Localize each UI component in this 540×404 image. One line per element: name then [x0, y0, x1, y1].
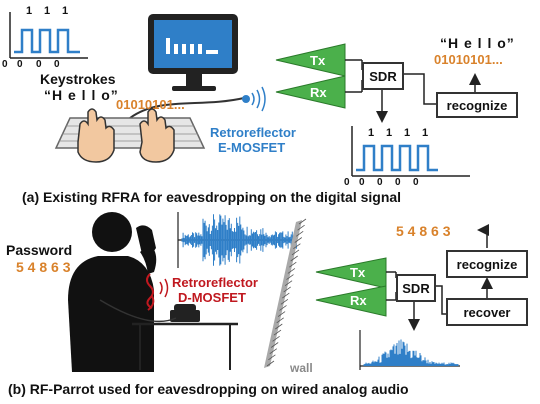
wall-hatch-mark: [268, 354, 276, 361]
wall-hatch-mark: [298, 218, 307, 225]
red-signal-waves-icon: [159, 278, 169, 298]
wall-hatch-mark: [283, 286, 291, 293]
wall-hatch-mark: [286, 274, 294, 280]
top-bit-0c: 0: [36, 59, 42, 70]
wall-hatch-mark: [294, 237, 303, 243]
sdr-box-a: SDR: [362, 62, 404, 90]
bot-bit-1b: 1: [386, 127, 393, 139]
wall-hatch-mark: [293, 243, 301, 250]
wall-hatch-mark: [290, 255, 298, 262]
bot-bit-1c: 1: [404, 127, 411, 139]
waveform-bottom-trace: [363, 339, 459, 366]
tx-label-b: Tx: [350, 265, 366, 280]
output-digits: 5 4 8 6 3: [396, 223, 451, 239]
recognize-box-b: recognize: [446, 250, 528, 278]
bot-bit-0a: 0: [359, 177, 365, 188]
dmosfet-label: D-MOSFET: [178, 290, 246, 305]
wall-hatch-mark: [291, 249, 300, 256]
hello-label: “H e l l o”: [44, 87, 119, 103]
retroreflector-label-a: Retroreflector: [210, 125, 296, 140]
tx-antenna-b: [315, 257, 387, 289]
wall-hatch-mark: [273, 329, 282, 336]
top-bit-origin: 0: [2, 59, 8, 70]
person-on-phone-icon: [68, 212, 157, 372]
rx-antenna-b: [315, 285, 387, 317]
audio-waveform-bottom: [359, 330, 460, 370]
bot-bit-0d: 0: [413, 177, 419, 188]
emosfet-label: E-MOSFET: [218, 140, 286, 155]
bot-bit-1d: 1: [422, 127, 429, 139]
sdr-box-b: SDR: [396, 274, 436, 302]
wall-hatch-mark: [270, 342, 279, 348]
caption-b: (b) RF-Parrot used for eavesdropping on …: [8, 381, 409, 397]
wall-hatch-mark: [266, 360, 275, 367]
typing-hands-icon: [77, 108, 175, 163]
wall-hatch-mark: [284, 280, 293, 287]
wall-hatch-mark: [282, 292, 290, 299]
top-bit-5a: 1: [62, 5, 69, 17]
top-bit-3a: 1: [44, 5, 51, 17]
rx-label-a: Rx: [310, 85, 327, 100]
rx-label-b: Rx: [350, 293, 367, 308]
wall-hatch-mark: [272, 335, 280, 342]
output-hello: “H e l l o”: [440, 35, 515, 51]
waveform-top-trace: [181, 214, 297, 266]
wall-hatch-mark: [297, 224, 305, 231]
wall-label: wall: [290, 361, 313, 375]
wall-hatch-mark: [289, 261, 297, 268]
bot-bit-0c: 0: [395, 177, 401, 188]
top-bit-1a: 1: [26, 5, 33, 17]
wall-hatch-mark: [276, 317, 284, 324]
password-label: Password: [6, 242, 73, 258]
keystrokes-label: Keystrokes: [40, 71, 116, 87]
output-bits: 01010101...: [434, 52, 503, 67]
top-square-wave: [9, 12, 88, 59]
top-bit-0b: 0: [17, 59, 23, 70]
wall-hatch-mark: [295, 230, 304, 237]
bot-bit-0b: 0: [377, 177, 383, 188]
phone-cord: [146, 273, 154, 309]
computer-monitor-icon: [148, 14, 238, 91]
signal-waves-icon: [251, 86, 266, 112]
wall-hatch-mark: [280, 298, 289, 305]
recognize-box-a: recognize: [436, 92, 518, 118]
bot-bit-origin: 0: [344, 177, 350, 188]
password-digits: 5 4 8 6 3: [16, 259, 71, 275]
tx-label-a: Tx: [310, 53, 326, 68]
bot-bit-1a: 1: [368, 127, 375, 139]
top-bit-0d: 0: [54, 59, 60, 70]
wall-hatch-mark: [287, 268, 296, 274]
retroreflector-dot: [242, 95, 250, 103]
wall-hatch-mark: [279, 305, 287, 311]
table-icon: [132, 304, 238, 370]
bottom-square-wave: [351, 126, 470, 177]
recover-box-b: recover: [446, 298, 528, 326]
wall-icon: [264, 218, 307, 368]
retroreflector-label-b: Retroreflector: [172, 275, 258, 290]
caption-a: (a) Existing RFRA for eavesdropping on t…: [22, 189, 402, 205]
wall-hatch-mark: [269, 348, 278, 355]
wall-hatch-mark: [275, 323, 283, 330]
bitstream-label: 01010101...: [116, 97, 185, 112]
wall-hatch-mark: [277, 311, 286, 317]
audio-waveform-top: [177, 212, 297, 268]
